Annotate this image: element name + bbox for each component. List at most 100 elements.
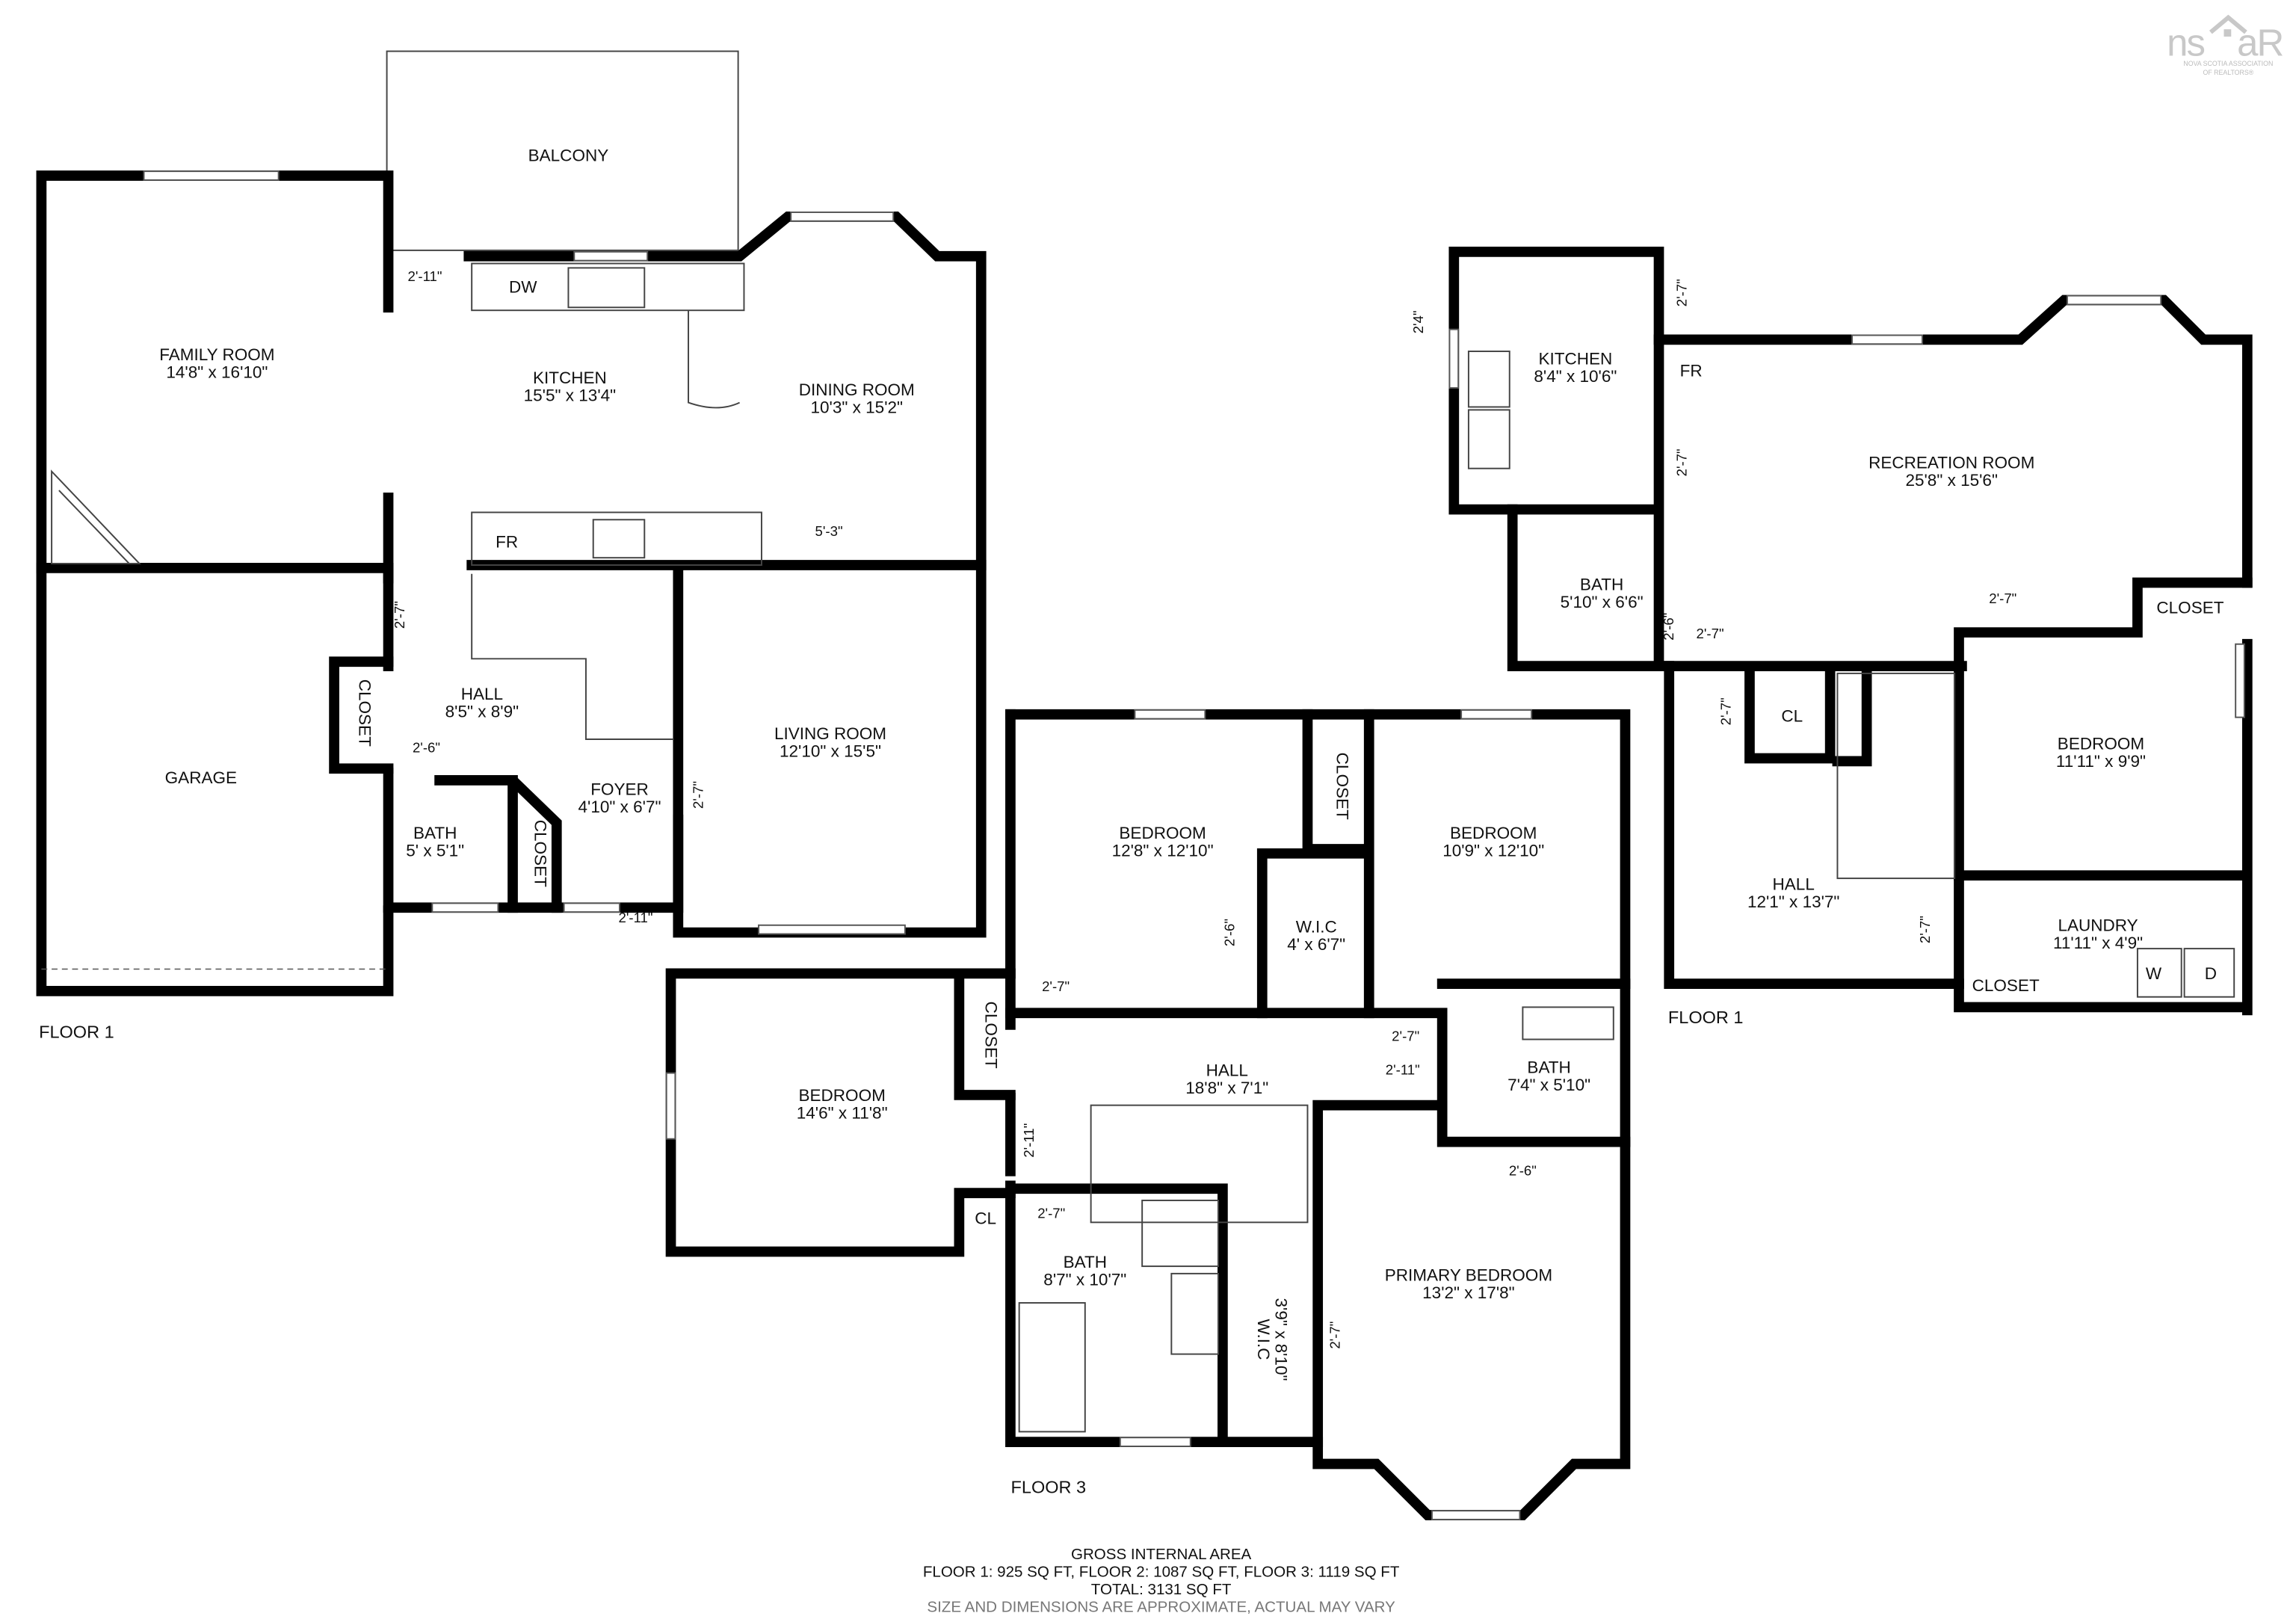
- room-name: CLOSET: [982, 1002, 1001, 1069]
- room-name: BEDROOM: [799, 1086, 886, 1105]
- footer-areas: FLOOR 1: 925 SQ FT, FLOOR 2: 1087 SQ FT,…: [923, 1563, 1400, 1580]
- door-width-label: 2'-6": [413, 740, 440, 756]
- gross-area-footer: GROSS INTERNAL AREA FLOOR 1: 925 SQ FT, …: [923, 1546, 1400, 1616]
- door-width-label: 2'-7": [1674, 279, 1690, 306]
- room-name: FR: [496, 532, 518, 551]
- door-width-label: 2'-7": [1917, 916, 1933, 943]
- door-width-label: 2'-11": [619, 910, 653, 925]
- room-name: BATH: [1527, 1058, 1570, 1077]
- room-dimensions: 13'2" x 17'8": [1422, 1283, 1514, 1302]
- door-width-label: 2'-6": [1509, 1163, 1537, 1179]
- room-name: LIVING ROOM: [774, 724, 886, 743]
- svg-text:NOVA SCOTIA ASSOCIATION: NOVA SCOTIA ASSOCIATION: [2183, 60, 2273, 67]
- room-name: BATH: [1580, 575, 1623, 593]
- floor-label: FLOOR 1: [1668, 1008, 1744, 1027]
- door-width-label: 5'-3": [815, 523, 843, 539]
- room-name: BEDROOM: [1119, 824, 1206, 842]
- room-dimensions: 8'4" x 10'6": [1534, 367, 1617, 386]
- room-dimensions: 4'10" x 6'7": [578, 798, 661, 816]
- room-name: CL: [1781, 707, 1803, 726]
- room-dimensions: 8'7" x 10'7": [1043, 1271, 1126, 1289]
- room-dimensions: 10'9" x 12'10": [1442, 842, 1544, 860]
- floor-1-right-plan: [1448, 247, 2253, 1016]
- room-dimensions: 4' x 6'7": [1287, 935, 1345, 954]
- door-width-label: 2'-11": [408, 268, 442, 284]
- room-name: BEDROOM: [2058, 735, 2144, 753]
- room-name: BEDROOM: [1450, 824, 1537, 842]
- door-width-label: 2'-7": [1697, 626, 1724, 641]
- room-name: FR: [1680, 361, 1703, 380]
- door-width-label: 2'-7": [1037, 1205, 1065, 1221]
- room-dimensions: 11'11" x 4'9": [2053, 934, 2143, 952]
- room-dimensions: 14'6" x 11'8": [797, 1103, 888, 1122]
- room-name: CLOSET: [2156, 599, 2224, 617]
- room-name: PRIMARY BEDROOM: [1385, 1266, 1552, 1285]
- room-name: LAUNDRY: [2058, 916, 2138, 935]
- svg-text:OF REALTORS®: OF REALTORS®: [2203, 69, 2253, 76]
- room-dimensions: 14'8" x 16'10": [166, 363, 268, 381]
- room-dimensions: 18'8" x 7'1": [1185, 1079, 1268, 1097]
- room-name: DINING ROOM: [799, 380, 915, 399]
- door-width-label: 2'-7": [1674, 448, 1690, 476]
- room-name: W.I.C: [1254, 1319, 1273, 1360]
- door-width-label: 2'-7": [392, 601, 407, 629]
- room-dimensions: 12'8" x 12'10": [1112, 842, 1214, 860]
- room-dimensions: 12'10" x 15'5": [780, 742, 881, 761]
- room-dimensions: 3'9" x 8'10": [1271, 1298, 1290, 1381]
- svg-text:ns: ns: [2167, 21, 2204, 64]
- room-dimensions: 7'4" x 5'10": [1507, 1076, 1590, 1094]
- balcony-outline: [386, 50, 739, 251]
- door-width-label: 2'-7": [1989, 590, 2016, 606]
- room-dimensions: 5'10" x 6'6": [1561, 593, 1644, 611]
- door-width-label: 2'-11": [1386, 1062, 1420, 1078]
- door-width-label: 2'-7": [1392, 1028, 1419, 1043]
- door-width-label: 2'4": [1410, 310, 1426, 333]
- room-name: HALL: [1206, 1061, 1248, 1079]
- floor-label: FLOOR 3: [1011, 1478, 1087, 1497]
- door-width-label: 2'-11": [1021, 1123, 1037, 1158]
- room-name: FAMILY ROOM: [159, 345, 274, 364]
- room-name: CLOSET: [355, 679, 374, 747]
- room-name: CLOSET: [1972, 976, 2040, 995]
- room-dimensions: 10'3" x 15'2": [811, 398, 903, 416]
- room-name: CLOSET: [531, 820, 549, 887]
- room-name: FOYER: [590, 780, 649, 798]
- door-width-label: 2'-7": [691, 781, 706, 809]
- svg-text:aR: aR: [2237, 21, 2283, 64]
- room-dimensions: 15'5" x 13'4": [524, 386, 616, 405]
- door-width-label: 2'-7": [1327, 1322, 1343, 1349]
- door-width-label: 2'-7": [1718, 697, 1733, 725]
- footer-total: TOTAL: 3131 SQ FT: [1091, 1581, 1232, 1598]
- footer-disclaimer: SIZE AND DIMENSIONS ARE APPROXIMATE, ACT…: [927, 1598, 1395, 1615]
- room-dimensions: 12'1" x 13'7": [1747, 892, 1839, 911]
- room-name: CL: [975, 1209, 996, 1227]
- room-name: D: [2205, 964, 2217, 983]
- room-name: GARAGE: [165, 768, 237, 787]
- door-width-label: 2'-6": [1222, 919, 1238, 946]
- room-name: KITCHEN: [1538, 350, 1612, 369]
- room-name: CLOSET: [1333, 753, 1352, 820]
- room-name: BALCONY: [528, 146, 609, 164]
- room-name: HALL: [461, 685, 503, 703]
- floor-3-plan: [665, 709, 1631, 1520]
- room-name: HALL: [1773, 875, 1815, 894]
- room-name: DW: [509, 278, 537, 297]
- door-width-label: 2'-7": [1042, 978, 1070, 994]
- room-dimensions: 25'8" x 15'6": [1905, 471, 1997, 490]
- room-dimensions: 8'5" x 8'9": [445, 703, 519, 721]
- floor-label: FLOOR 1: [39, 1023, 114, 1042]
- room-name: W: [2146, 964, 2162, 983]
- room-dimensions: 5' x 5'1": [406, 842, 464, 860]
- floor-1-plan: [36, 50, 987, 996]
- room-name: KITCHEN: [533, 369, 607, 387]
- room-name: W.I.C: [1296, 918, 1337, 937]
- room-name: RECREATION ROOM: [1868, 454, 2034, 472]
- room-name: BATH: [413, 824, 457, 842]
- door-width-label: 2'-6": [1661, 613, 1676, 641]
- room-name: BATH: [1064, 1253, 1107, 1271]
- nsar-logo: ns aR NOVA SCOTIA ASSOCIATION OF REALTOR…: [2167, 14, 2284, 76]
- footer-title: GROSS INTERNAL AREA: [1071, 1546, 1252, 1563]
- room-dimensions: 11'11" x 9'9": [2056, 752, 2146, 771]
